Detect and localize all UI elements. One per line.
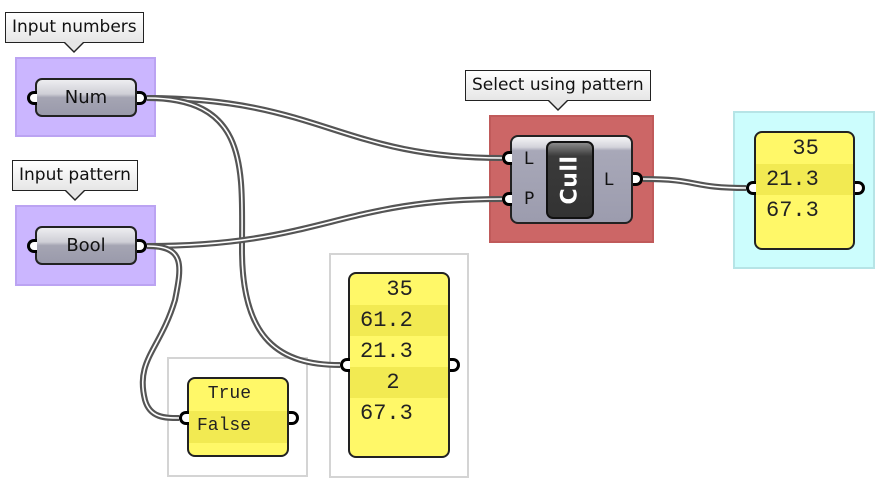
pattern-panel-rows: True False — [189, 379, 287, 443]
numbers-panel-row: 21.3 — [360, 339, 413, 364]
group-label-text: Input numbers — [12, 17, 137, 37]
group-label-text: Input pattern — [19, 165, 131, 185]
numbers-panel-rows: 35 61.2 21.3 2 67.3 — [350, 274, 448, 429]
bool-input-grip[interactable] — [27, 239, 37, 253]
callout-arrow-fill — [548, 100, 567, 109]
cull-input-grip-pattern[interactable] — [502, 192, 512, 206]
bool-output-grip[interactable] — [137, 239, 147, 253]
callout-arrow-fill — [65, 190, 84, 199]
cull-component[interactable]: L P Cull L — [510, 135, 633, 224]
group-label-text: Select using pattern — [472, 75, 644, 95]
cull-input-label-pattern: P — [524, 189, 535, 209]
result-panel-input-grip[interactable] — [746, 181, 756, 195]
pattern-panel-output-grip[interactable] — [289, 411, 299, 425]
numbers-panel-row: 35 — [360, 277, 413, 302]
pattern-panel-row: True — [197, 384, 252, 404]
numbers-panel-row: 67.3 — [360, 401, 413, 426]
cull-output-label-list: L — [604, 170, 614, 190]
cull-input-grip-list[interactable] — [502, 151, 512, 165]
cull-component-nickname: Cull — [557, 155, 583, 205]
result-panel-row: 67.3 — [766, 198, 819, 223]
result-panel-output-grip[interactable] — [855, 181, 865, 195]
result-panel[interactable]: 35 21.3 67.3 — [754, 131, 855, 250]
bool-parameter-label: Bool — [66, 235, 106, 256]
result-panel-rows: 35 21.3 67.3 — [756, 133, 853, 226]
bool-parameter[interactable]: Bool — [35, 226, 137, 265]
cull-input-label-list: L — [524, 149, 534, 169]
wire-bool-to-pattern-panel[interactable] — [139, 243, 183, 421]
group-label-input-pattern: Input pattern — [12, 160, 138, 201]
numbers-panel-input-grip[interactable] — [340, 358, 350, 372]
pattern-panel[interactable]: True False — [187, 377, 289, 457]
group-label-select-using-pattern: Select using pattern — [465, 70, 651, 111]
callout-arrow-fill — [65, 42, 84, 51]
pattern-panel-row: False — [189, 411, 287, 443]
wire-num-to-numbers-panel[interactable] — [146, 95, 341, 368]
num-parameter-label: Num — [64, 87, 108, 108]
group-label-input-numbers: Input numbers — [5, 12, 144, 53]
cull-component-nickname-box: Cull — [546, 141, 594, 219]
numbers-panel[interactable]: 35 61.2 21.3 2 67.3 — [348, 272, 450, 458]
wire-cull-to-result-panel[interactable] — [642, 176, 747, 191]
numbers-panel-row: 2 — [350, 367, 448, 398]
numbers-panel-row: 61.2 — [350, 305, 448, 336]
pattern-panel-input-grip[interactable] — [179, 411, 189, 425]
wire-num-to-cull-list[interactable] — [146, 95, 503, 161]
num-parameter[interactable]: Num — [35, 78, 137, 117]
cull-output-grip-list[interactable] — [633, 172, 643, 186]
result-panel-row: 35 — [766, 136, 819, 161]
numbers-panel-output-grip[interactable] — [450, 358, 460, 372]
num-output-grip[interactable] — [137, 91, 147, 105]
num-input-grip[interactable] — [27, 91, 37, 105]
result-panel-row: 21.3 — [756, 164, 853, 195]
wire-bool-to-cull-pattern[interactable] — [146, 196, 503, 249]
